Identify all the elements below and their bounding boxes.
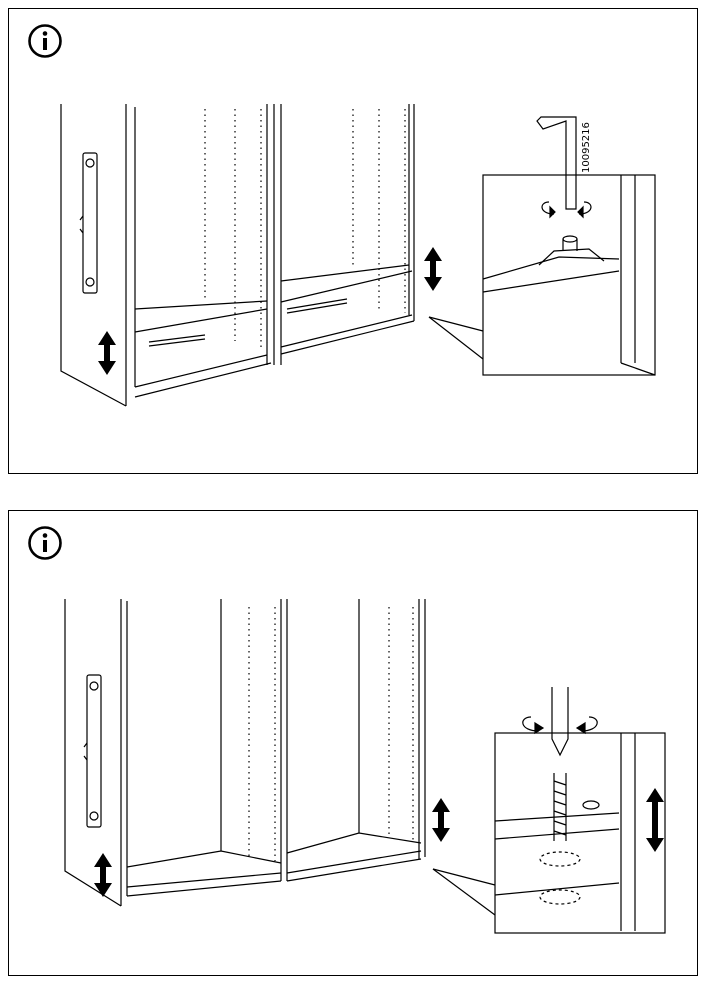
screwdriver (551, 687, 569, 757)
instruction-panel-1: 10095216 (8, 8, 698, 474)
info-icon (28, 526, 62, 560)
wardrobe-screwdriver-illustration (64, 599, 666, 934)
instruction-panel-2 (8, 510, 698, 976)
part-code: 10095216 (581, 122, 592, 173)
allen-key (536, 116, 577, 210)
info-icon (28, 24, 62, 58)
up-down-arrow (94, 788, 664, 897)
wardrobe-leveling-illustration (60, 104, 656, 407)
detail-inset (494, 687, 666, 934)
level-tool (82, 152, 98, 294)
up-down-arrow (98, 247, 442, 375)
detail-inset (482, 116, 656, 376)
level-tool (86, 674, 102, 828)
